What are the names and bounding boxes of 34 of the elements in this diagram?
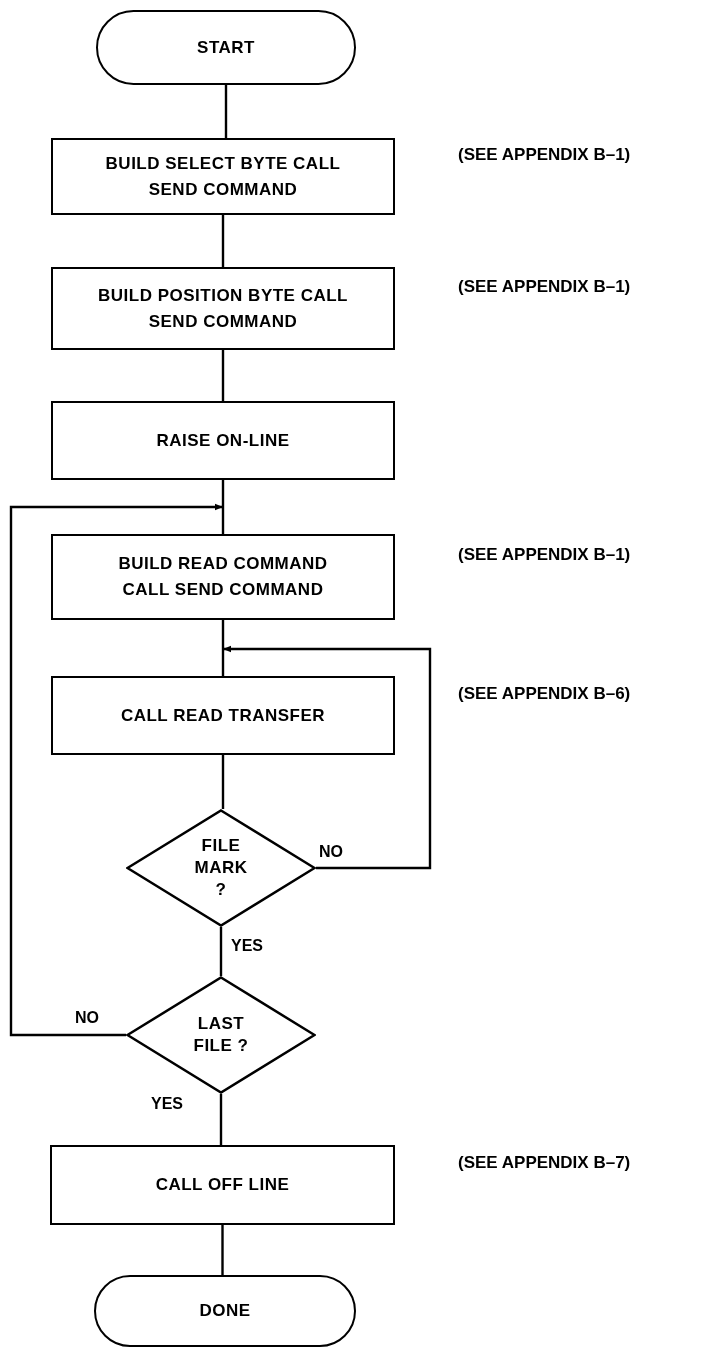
process-box [51,401,395,480]
connector-line [221,215,225,267]
node-text: BUILD READ COMMAND CALL SEND COMMAND [117,553,329,601]
appendix-note: (SEE APPENDIX B–1) [458,544,631,566]
node-text: FILE MARK ? [193,835,249,901]
process-box [50,1145,395,1225]
arrow [223,645,432,870]
connector-line [221,1225,224,1275]
node-text: LAST FILE ? [192,1013,250,1057]
node-text: DONE [199,1300,251,1322]
appendix-note: (SEE APPENDIX B–1) [458,275,631,298]
connector-line [221,620,225,676]
node-text: BUILD POSITION BYTE CALL SEND COMMAND [98,284,348,333]
node-text: START [197,36,255,59]
connector-line [224,85,228,138]
connector-line [219,1094,223,1145]
decision-diamond [126,976,316,1094]
node-text: CALL READ TRANSFER [120,704,326,727]
connector-line [221,350,225,401]
appendix-note: (SEE APPENDIX B–7) [458,1152,631,1174]
appendix-note: (SEE APPENDIX B–1) [458,143,631,166]
appendix-note: (SEE APPENDIX B–6) [458,682,631,705]
process-box [51,267,395,350]
connector-line [221,755,225,809]
node-text: BUILD SELECT BYTE CALL SEND COMMAND [104,152,342,201]
arrow [9,503,223,1037]
node-text: RAISE ON-LINE [156,429,290,452]
decision-diamond [126,809,316,927]
connector-line [219,927,223,976]
process-box [51,534,395,620]
connector-line [221,480,225,534]
process-box [51,138,395,215]
node-text: CALL OFF LINE [155,1174,290,1196]
process-box [51,676,395,755]
